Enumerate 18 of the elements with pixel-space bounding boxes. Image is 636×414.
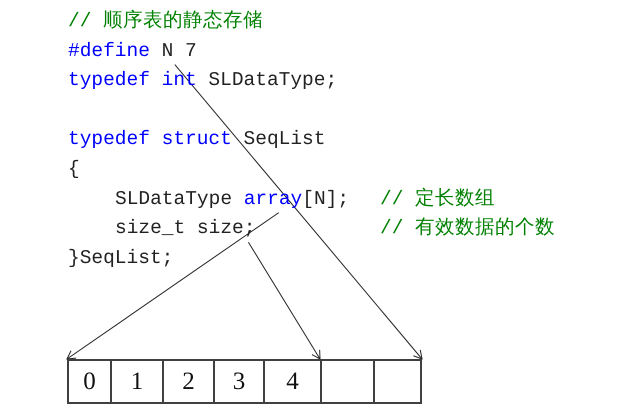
arrow	[248, 242, 320, 360]
array-cell: 0	[67, 359, 110, 404]
array-cell: 2	[162, 359, 213, 404]
code-line: {	[68, 157, 80, 182]
array-cell: 4	[263, 359, 320, 404]
arrow	[66, 212, 280, 360]
code-comment: // 有效数据的个数	[380, 216, 556, 242]
code-line: typedef struct SeqList	[68, 127, 326, 152]
code-line: size_t size;	[115, 214, 256, 242]
arrow	[174, 64, 422, 360]
array-cell: 1	[110, 359, 162, 404]
code-comment: // 顺序表的静态存储	[68, 8, 264, 34]
code-comment: // 定长数组	[380, 186, 496, 212]
array-cell: 3	[213, 359, 263, 404]
empty-array-cell	[373, 359, 422, 404]
code-line: #define N 7	[68, 36, 197, 65]
code-line: }SeqList;	[68, 246, 174, 271]
empty-array-cell	[320, 359, 373, 404]
